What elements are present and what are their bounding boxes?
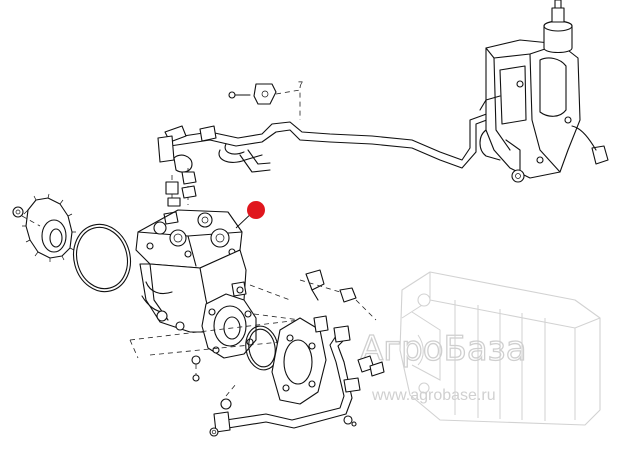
faded-housing-assembly [399, 271, 601, 426]
assembly-axis-lines [129, 284, 321, 359]
callout-number: 7 [298, 80, 303, 90]
rear-cover [245, 317, 327, 405]
watermark: АгроБаза www.agrobase.ru [359, 328, 527, 404]
highlight-dot[interactable] [247, 201, 265, 219]
head-fittings [165, 168, 197, 207]
watermark-brand: АгроБаза [360, 329, 527, 369]
air-compressor [135, 209, 257, 359]
side-fittings [191, 269, 385, 427]
compressor-delivery-pipe [157, 111, 493, 173]
pipe-bracket: 7 [228, 80, 303, 120]
air-dryer-assembly [479, 0, 609, 183]
lower-pipe [209, 325, 353, 437]
drive-gear [12, 193, 131, 293]
part-highlight-marker[interactable] [235, 201, 265, 229]
watermark-site: www.agrobase.ru [371, 387, 496, 404]
